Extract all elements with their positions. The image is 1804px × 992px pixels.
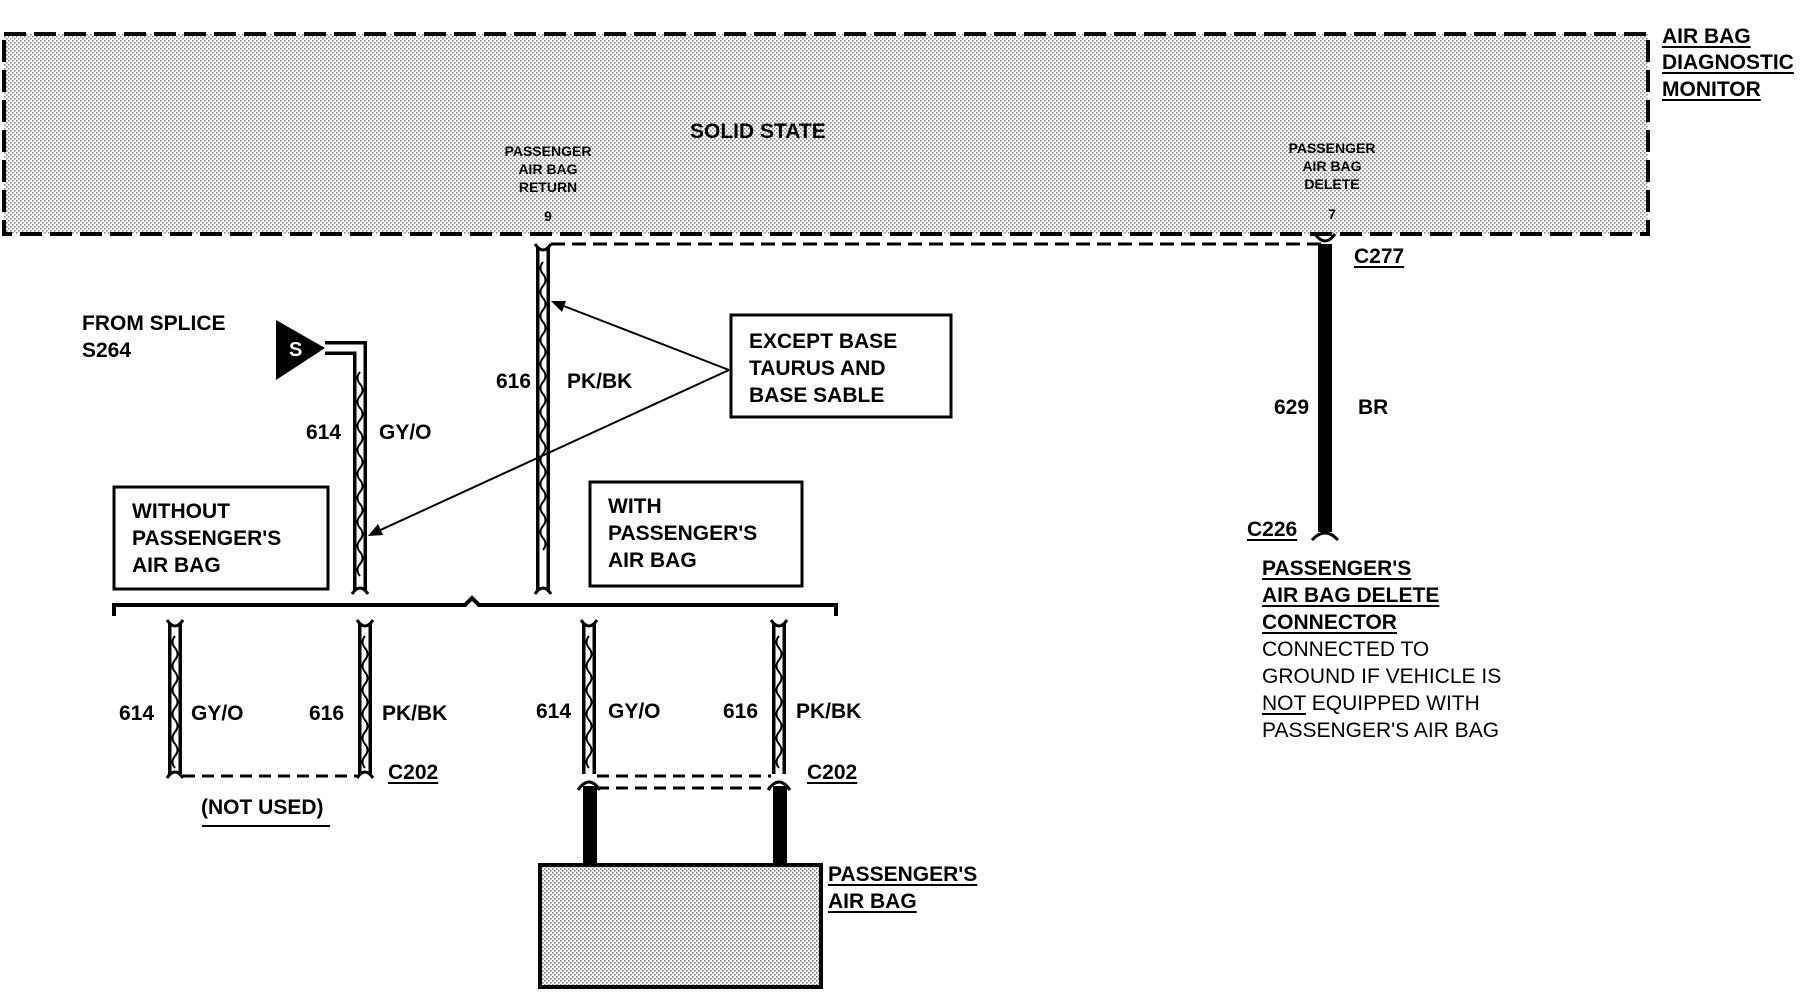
- pin-7-label-line-2: AIR BAG: [1302, 158, 1362, 174]
- wire-616-number-lower-left: 616: [309, 702, 345, 725]
- wire-629-color: BR: [1358, 396, 1389, 419]
- wire-614-number-upper: 614: [306, 421, 342, 444]
- callout-with-line-3: AIR BAG: [608, 549, 697, 572]
- wire-614-main: [325, 341, 370, 595]
- pin-9-label-line-3: RETURN: [518, 179, 578, 195]
- module-title-line-3: MONITOR: [1662, 78, 1761, 101]
- delete-connector-not-word: NOT: [1262, 692, 1306, 715]
- splice-s264-symbol: S: [276, 320, 325, 380]
- callout-without-line-3: AIR BAG: [132, 554, 221, 577]
- connector-c202-right: C202: [807, 761, 858, 784]
- delete-connector-title-line-1: PASSENGER'S: [1262, 557, 1412, 580]
- wire-616-number-upper: 616: [496, 370, 532, 393]
- wire-616-lower-left: [355, 619, 375, 779]
- connector-c202-left: C202: [388, 761, 439, 784]
- delete-connector-note-line-4: PASSENGER'S AIR BAG: [1262, 719, 1500, 742]
- pin-9-number: 9: [544, 208, 552, 224]
- wire-616-number-lower-right: 616: [723, 700, 759, 723]
- callout-with-line-1: WITH: [608, 495, 662, 518]
- connector-c226: C226: [1247, 518, 1298, 541]
- wire-614-color-upper: GY/O: [379, 421, 432, 444]
- pin-9-label-line-2: AIR BAG: [518, 161, 578, 177]
- pin-7-label-line-1: PASSENGER: [1288, 140, 1376, 156]
- wire-629-number: 629: [1274, 396, 1310, 419]
- passenger-air-bag-label-line-1: PASSENGER'S: [828, 863, 978, 886]
- pin-7-number: 7: [1328, 206, 1336, 222]
- callout-without-box: [112, 485, 330, 591]
- wire-616-main: [533, 243, 553, 595]
- connector-c277: C277: [1354, 245, 1405, 268]
- callout-except-base-box: [729, 313, 953, 419]
- delete-connector-note-line-3-rest: EQUIPPED WITH: [1305, 692, 1480, 715]
- splice-label-line-2: S264: [82, 339, 132, 362]
- delete-connector-note-line-2: GROUND IF VEHICLE IS: [1262, 665, 1502, 688]
- splice-label-line-1: FROM SPLICE: [82, 312, 226, 335]
- pin-9-label-line-1: PASSENGER: [504, 143, 592, 159]
- callout-except-base-line-2: TAURUS AND: [749, 357, 886, 380]
- wire-616-color-upper: PK/BK: [567, 370, 633, 393]
- callout-without-line-1: WITHOUT: [132, 500, 230, 523]
- wire-616-lower-right: [766, 619, 792, 866]
- pin-7-label-line-3: DELETE: [1304, 176, 1360, 192]
- callout-with-line-2: PASSENGER'S: [608, 522, 758, 545]
- delete-connector-note-line-3: NOT EQUIPPED WITH: [1262, 690, 1480, 717]
- module-title-line-1: AIR BAG: [1662, 25, 1751, 48]
- passenger-air-bag-module: [538, 863, 823, 989]
- wire-614-color-lower-left: GY/O: [191, 702, 244, 725]
- module-body-label: SOLID STATE: [690, 120, 826, 143]
- delete-connector-title-line-3: CONNECTOR: [1262, 611, 1397, 634]
- not-used-label: (NOT USED): [201, 796, 324, 819]
- callout-without-line-2: PASSENGER'S: [132, 527, 282, 550]
- splice-letter: S: [289, 339, 302, 361]
- wire-614-lower-right: [576, 619, 602, 866]
- wire-629: [1310, 233, 1340, 542]
- passenger-air-bag-label-line-2: AIR BAG: [828, 890, 917, 913]
- wire-614-color-lower-right: GY/O: [608, 700, 661, 723]
- wire-614-lower-left: [165, 619, 185, 779]
- delete-connector-note-line-1: CONNECTED TO: [1262, 638, 1430, 661]
- module-title-line-2: DIAGNOSTIC: [1662, 51, 1794, 74]
- callout-with-box: [588, 480, 804, 588]
- wire-614-number-lower-left: 614: [119, 702, 155, 725]
- callout-except-base-line-1: EXCEPT BASE: [749, 330, 898, 353]
- wire-616-color-lower-left: PK/BK: [382, 702, 448, 725]
- callout-arrows: [368, 301, 730, 536]
- option-bracket: [112, 595, 838, 616]
- wire-616-color-lower-right: PK/BK: [796, 700, 862, 723]
- delete-connector-title-line-2: AIR BAG DELETE: [1262, 584, 1440, 607]
- wire-614-number-lower-right: 614: [536, 700, 572, 723]
- callout-except-base-line-3: BASE SABLE: [749, 384, 885, 407]
- diagnostic-monitor-module: [2, 32, 1650, 236]
